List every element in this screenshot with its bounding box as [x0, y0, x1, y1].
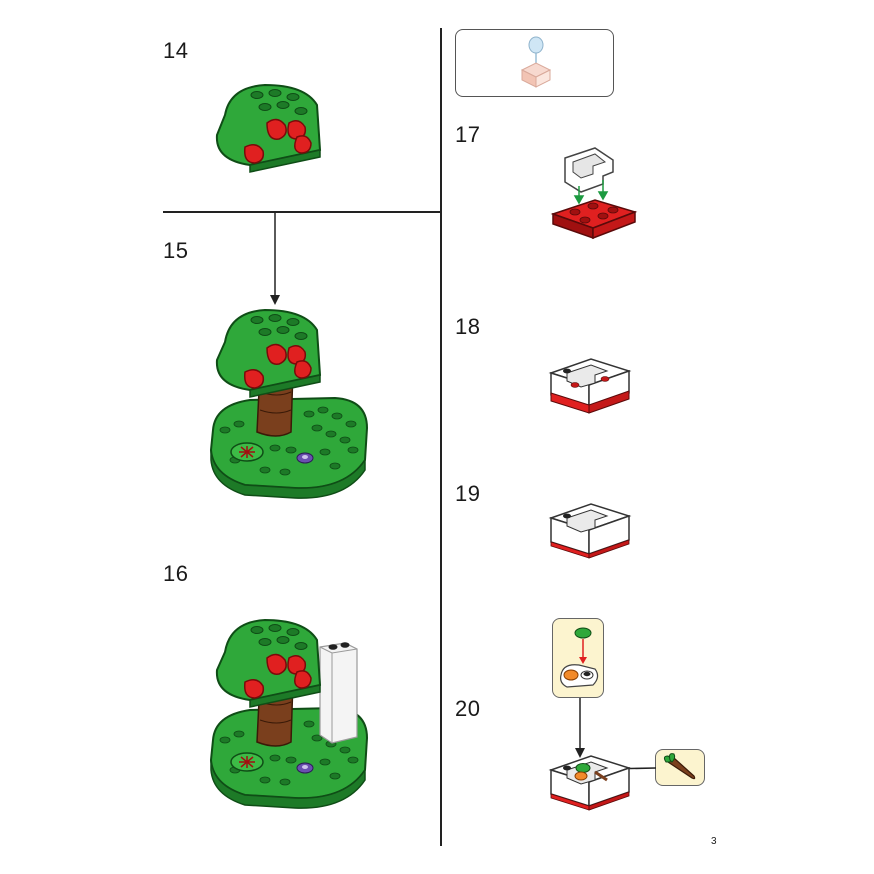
step-number-19: 19: [455, 481, 481, 506]
red-plate: [550, 199, 638, 240]
step-19-model: [548, 503, 632, 559]
page-number: 3: [711, 836, 717, 847]
subassembly-callout: [552, 618, 604, 698]
white-corner-wall: [564, 147, 614, 193]
step-number-17: 17: [455, 122, 481, 147]
purple-tile: [296, 762, 314, 774]
step-number-14: 14: [163, 38, 189, 63]
step-number-15: 15: [163, 238, 189, 263]
tree-canopy: [215, 618, 322, 708]
tree-canopy: [215, 83, 322, 173]
step-14-model: [215, 83, 322, 173]
step-15-arrow: [270, 211, 280, 305]
compass-tile: [230, 442, 264, 462]
step-18-model: [548, 358, 632, 414]
step-number-16: 16: [163, 561, 189, 586]
horizontal-divider: [163, 211, 440, 213]
blue-balloon-icon: [520, 36, 552, 88]
carrot-icon: [663, 753, 696, 780]
vertical-divider: [440, 28, 442, 846]
red-apples: [243, 118, 312, 164]
step-16-model: [209, 618, 369, 809]
step-number-20: 20: [455, 696, 481, 721]
step-20-arrow: [575, 698, 585, 758]
step-17-model: [550, 147, 638, 240]
green-base: [209, 396, 369, 499]
step-20-model: [548, 755, 632, 811]
purple-tile: [296, 452, 314, 464]
green-arrows: [573, 180, 609, 205]
transparent-pillar: [319, 642, 358, 744]
orange-green-plate-icon: [560, 627, 599, 688]
step-15-model: [209, 308, 369, 499]
step-number-18: 18: [455, 314, 481, 339]
carrot-callout: [655, 749, 705, 786]
tree-canopy: [215, 308, 322, 398]
preview-callout: [455, 29, 614, 97]
compass-tile: [230, 752, 264, 772]
